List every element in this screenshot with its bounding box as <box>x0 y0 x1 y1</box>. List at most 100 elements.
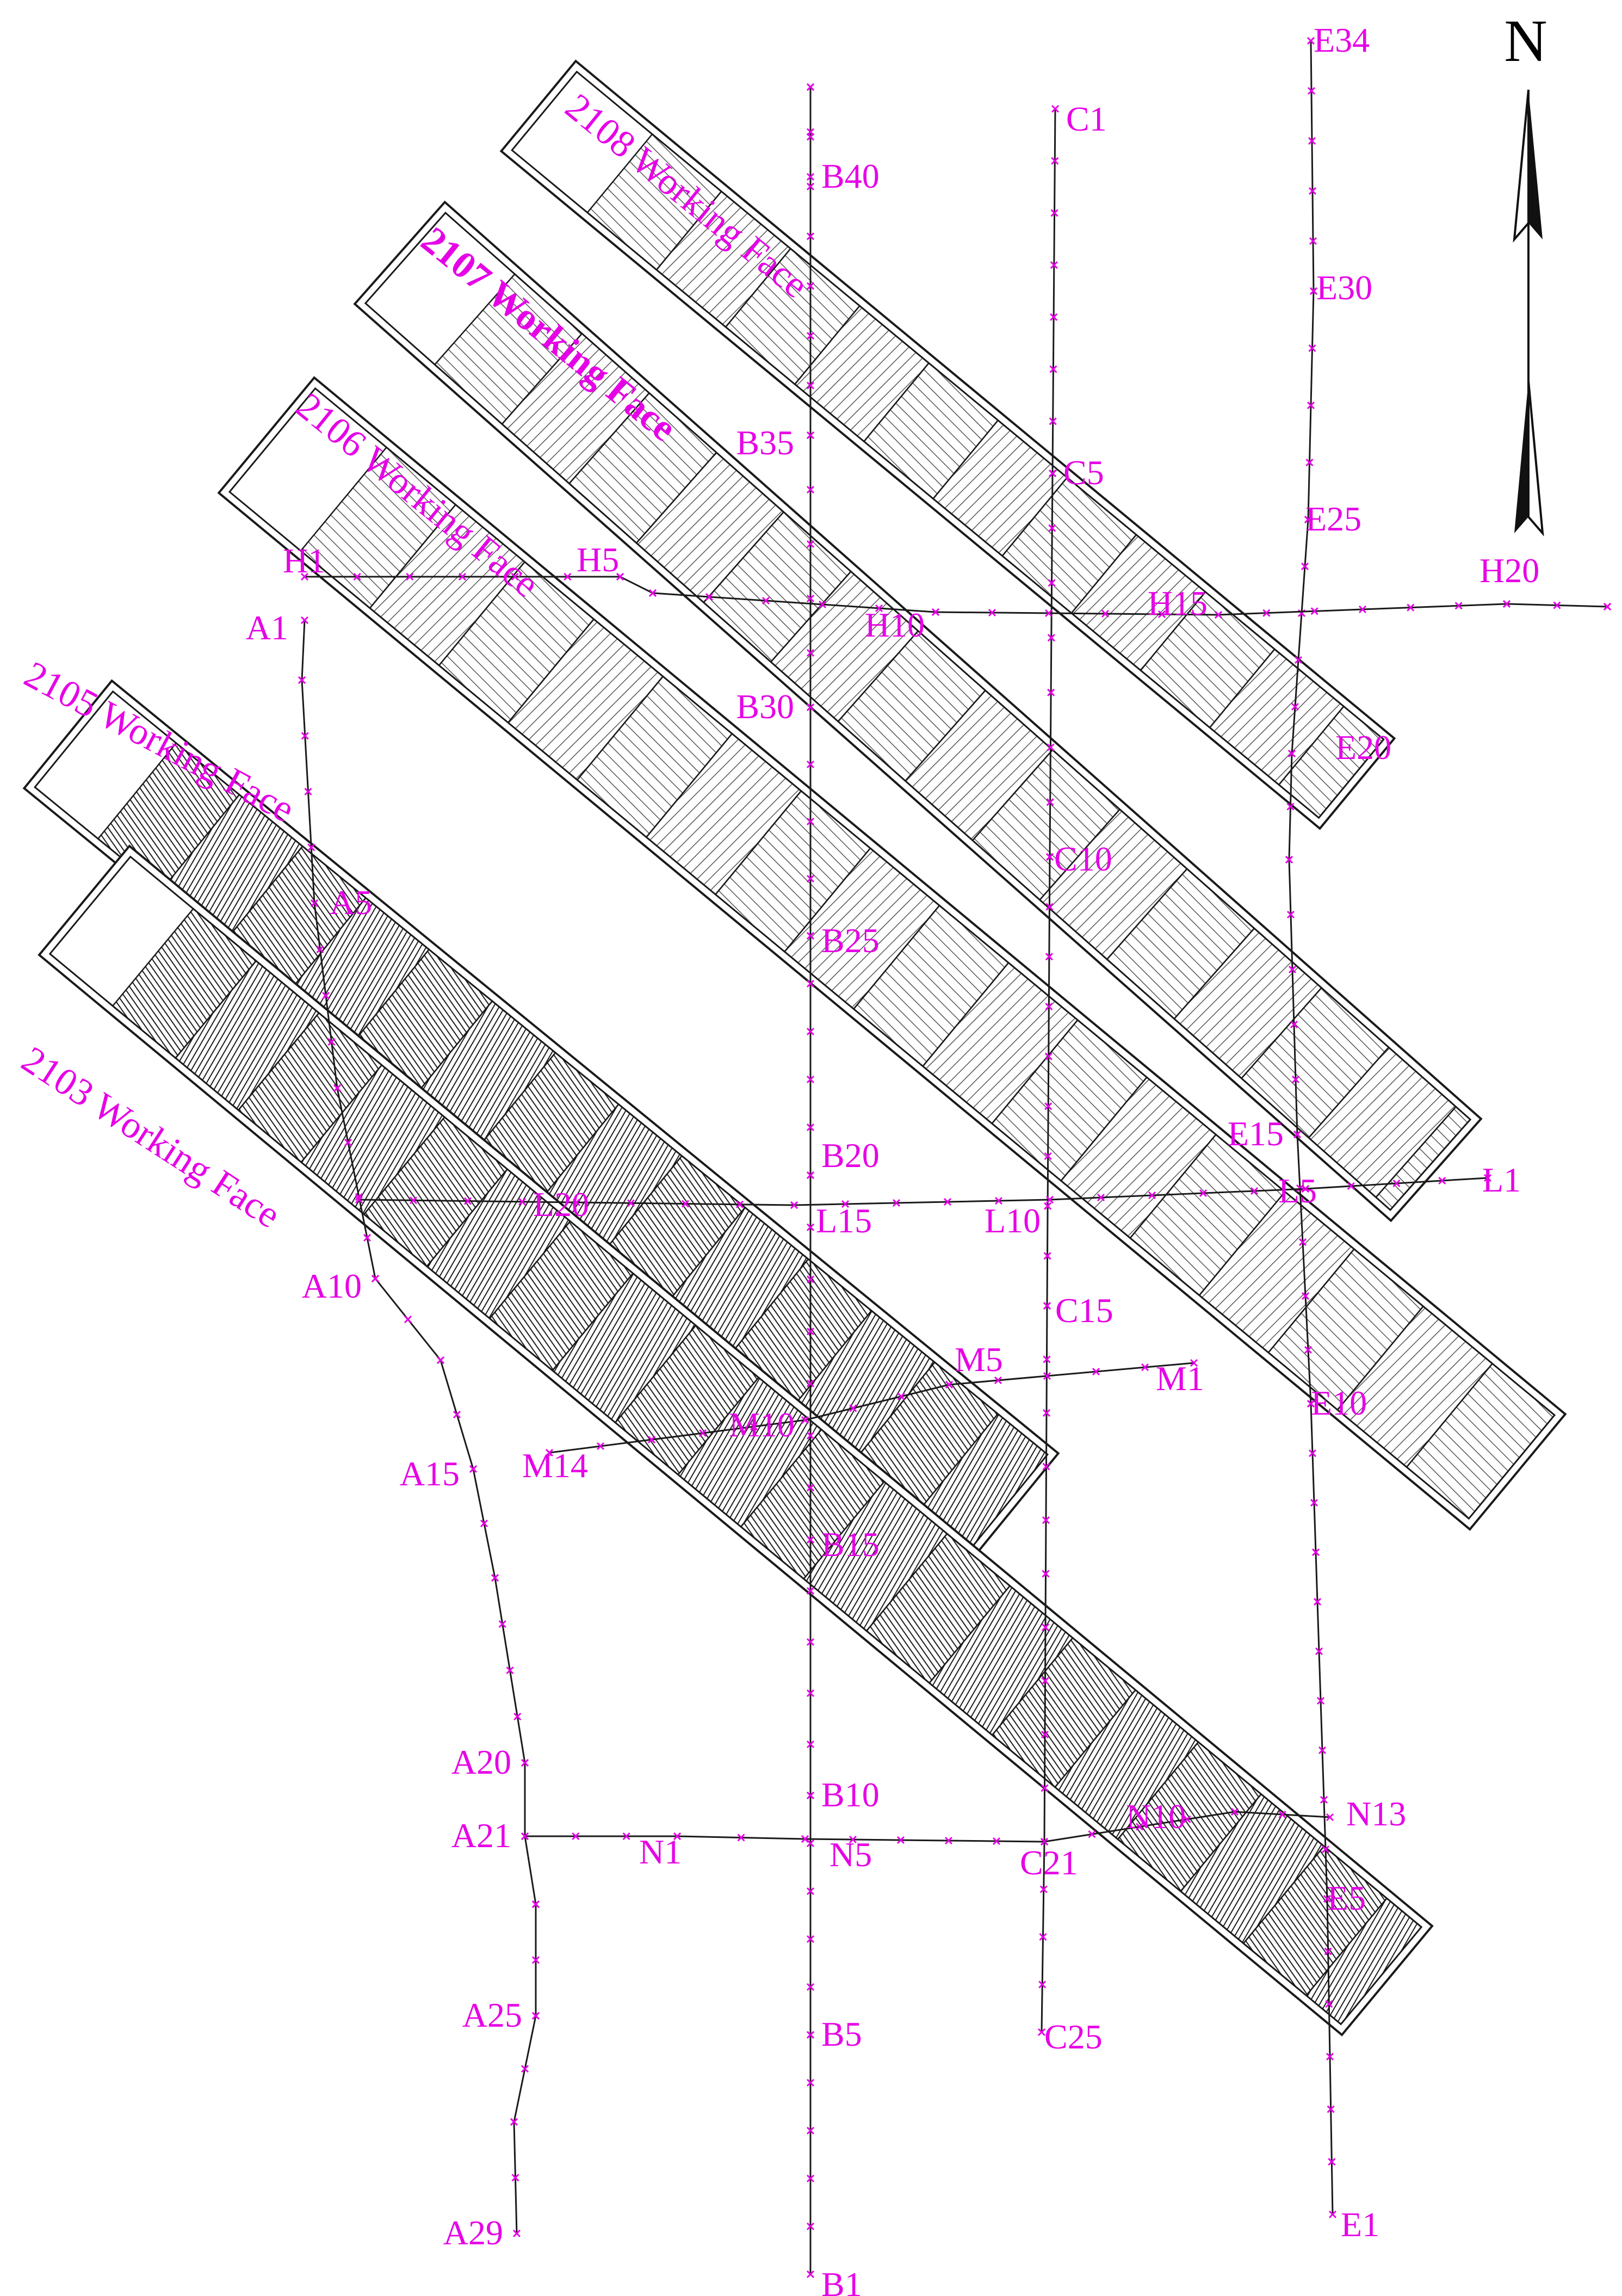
survey-marker <box>1050 261 1058 269</box>
point-label-b40: B40 <box>821 157 880 195</box>
survey-marker <box>1290 1020 1298 1029</box>
survey-marker <box>436 1356 445 1365</box>
point-label-c15: C15 <box>1055 1291 1113 1330</box>
survey-marker <box>1045 853 1054 861</box>
north-label: N <box>1504 8 1547 74</box>
survey-marker <box>806 540 815 548</box>
survey-marker <box>1326 1813 1334 1822</box>
survey-marker <box>1039 1933 1047 1941</box>
survey-marker <box>1294 656 1303 664</box>
survey-marker <box>469 1465 478 1473</box>
survey-marker <box>1044 1152 1052 1161</box>
survey-marker <box>1308 344 1316 353</box>
survey-marker <box>849 1835 857 1844</box>
survey-marker <box>1307 87 1316 95</box>
survey-marker <box>806 760 815 769</box>
survey-marker <box>705 592 714 601</box>
survey-marker <box>344 1138 352 1147</box>
survey-marker <box>1250 1187 1259 1195</box>
survey-marker <box>1287 749 1296 758</box>
point-label-n13: N13 <box>1346 1794 1406 1833</box>
survey-marker <box>1097 1193 1105 1202</box>
survey-marker <box>511 2174 519 2182</box>
survey-marker <box>406 572 414 581</box>
point-label-l1: L1 <box>1482 1161 1521 1199</box>
survey-marker <box>806 2270 815 2279</box>
survey-marker <box>1298 1238 1307 1246</box>
survey-marker <box>1040 1837 1049 1846</box>
survey-marker <box>1304 515 1313 524</box>
survey-marker <box>806 1223 815 1231</box>
survey-marker <box>1046 798 1054 806</box>
working-face-2108 <box>499 59 1396 830</box>
survey-marker <box>1328 2158 1336 2166</box>
survey-marker <box>1308 137 1316 145</box>
survey-marker <box>310 899 319 908</box>
survey-marker <box>806 1638 815 1646</box>
survey-marker <box>616 572 624 581</box>
survey-marker <box>1320 1795 1328 1804</box>
survey-marker <box>806 703 815 712</box>
survey-marker <box>531 1956 540 1964</box>
survey-marker <box>506 1666 514 1675</box>
survey-marker <box>806 133 815 141</box>
survey-marker <box>806 1027 815 1036</box>
survey-marker <box>1041 1677 1049 1685</box>
survey-marker <box>1045 1195 1054 1204</box>
survey-line-L <box>355 1174 1492 1209</box>
point-label-h20: H20 <box>1479 551 1539 590</box>
survey-marker <box>1324 1947 1332 1955</box>
survey-marker <box>1328 2210 1337 2219</box>
point-label-b25: B25 <box>821 921 880 960</box>
survey-marker <box>1309 237 1317 245</box>
survey-marker <box>1325 2000 1333 2008</box>
point-label-b1: B1 <box>821 2265 862 2296</box>
survey-marker <box>806 874 815 883</box>
survey-marker <box>806 979 815 988</box>
survey-marker <box>1042 1516 1050 1525</box>
survey-marker <box>300 572 309 581</box>
working-face-2106 <box>217 376 1567 1531</box>
survey-marker <box>327 1038 336 1046</box>
survey-marker <box>1041 1784 1049 1792</box>
point-label-a25: A25 <box>462 1996 522 2034</box>
survey-marker <box>1041 1730 1049 1739</box>
survey-marker <box>1044 609 1053 618</box>
survey-marker <box>622 1832 630 1841</box>
survey-marker <box>1311 1548 1320 1557</box>
point-label-e5: E5 <box>1327 1879 1366 1917</box>
survey-marker <box>806 1171 815 1180</box>
survey-marker <box>1286 910 1295 919</box>
point-label-e15: E15 <box>1228 1114 1284 1153</box>
survey-marker <box>1327 2105 1335 2113</box>
survey-marker <box>647 1435 656 1444</box>
point-label-a15: A15 <box>400 1454 460 1493</box>
point-label-a29: A29 <box>443 2213 503 2252</box>
survey-marker <box>806 1123 815 1132</box>
point-label-h1: H1 <box>283 541 325 580</box>
working-face-2107 <box>353 200 1483 1223</box>
survey-line-H <box>300 572 1612 619</box>
survey-marker <box>1301 1292 1310 1300</box>
survey-marker <box>1101 609 1110 618</box>
survey-marker <box>994 1196 1003 1205</box>
survey-marker <box>1148 1191 1156 1200</box>
survey-marker <box>316 945 324 954</box>
survey-marker <box>480 1519 488 1528</box>
survey-line-A <box>298 616 540 2238</box>
survey-marker <box>806 1328 815 1336</box>
point-label-n10: N10 <box>1126 1797 1186 1836</box>
survey-marker <box>1141 1363 1149 1372</box>
survey-marker <box>1308 1449 1317 1458</box>
survey-marker <box>806 182 815 190</box>
survey-marker <box>1315 1647 1323 1656</box>
survey-marker <box>1214 610 1223 619</box>
survey-marker <box>463 1197 472 1205</box>
survey-marker <box>1088 1830 1096 1838</box>
survey-marker <box>301 732 309 740</box>
survey-marker <box>1199 1189 1208 1198</box>
survey-marker <box>806 1431 815 1440</box>
point-label-b20: B20 <box>821 1136 880 1175</box>
survey-marker <box>1313 1597 1322 1606</box>
